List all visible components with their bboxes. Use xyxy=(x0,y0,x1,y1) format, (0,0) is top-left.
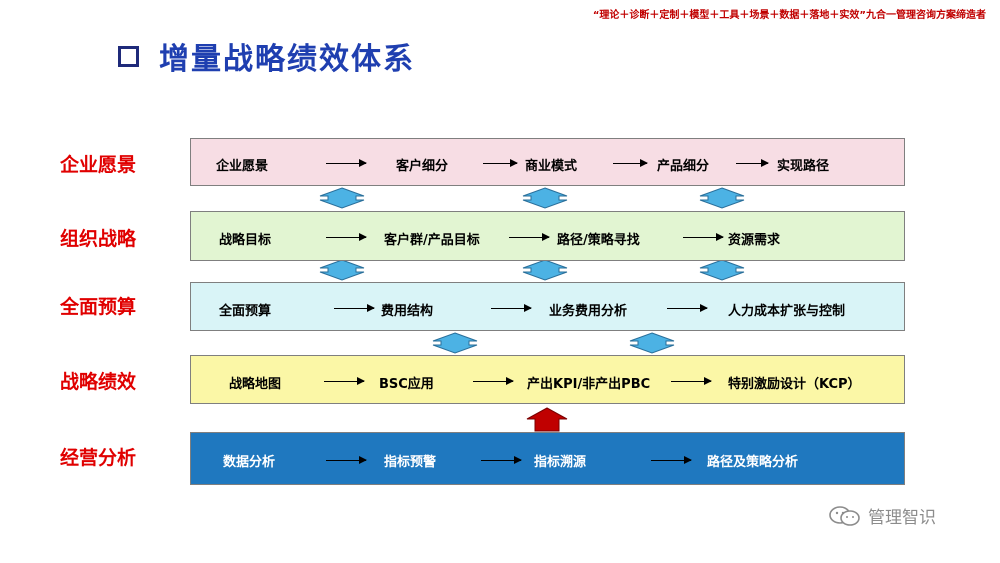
band-item: 路径及策略分析 xyxy=(707,455,799,470)
band-item: 实现路径 xyxy=(777,159,830,174)
double-arrow-icon xyxy=(699,259,745,281)
up-arrow-icon xyxy=(526,407,568,432)
band-item: 战略地图 xyxy=(229,377,282,392)
band-item: 指标溯源 xyxy=(534,455,587,470)
band-item: 业务费用分析 xyxy=(549,304,628,319)
flow-arrow xyxy=(651,456,692,464)
double-arrow-icon xyxy=(319,259,365,281)
band-item: BSC应用 xyxy=(379,377,434,392)
double-arrow-icon xyxy=(629,332,675,354)
band-item: 战略目标 xyxy=(219,233,272,248)
band-item: 人力成本扩张与控制 xyxy=(728,304,846,319)
band-item: 客户细分 xyxy=(396,159,449,174)
flow-arrow xyxy=(481,456,522,464)
tagline: “理论＋诊断＋定制＋模型＋工具＋场景＋数据＋落地＋实效”九合一管理咨询方案缔造者 xyxy=(592,10,986,21)
flow-arrow xyxy=(667,304,708,312)
title-square-icon xyxy=(118,45,139,67)
double-arrow-icon xyxy=(319,187,365,209)
band-strategic-performance: 战略地图 BSC应用 产出KPI/非产出PBC 特别激励设计（KCP） xyxy=(190,355,905,404)
title-area: 增量战略绩效体系 xyxy=(118,34,415,78)
flow-arrow xyxy=(326,233,367,241)
band-item: 全面预算 xyxy=(219,304,272,319)
double-arrow-icon xyxy=(522,187,568,209)
band-vision: 企业愿景 客户细分 商业模式 产品细分 实现路径 xyxy=(190,138,905,186)
flow-arrow xyxy=(613,159,648,167)
page-title: 增量战略绩效体系 xyxy=(159,42,415,77)
band-item: 产出KPI/非产出PBC xyxy=(527,377,651,392)
row-label-org-strategy: 组织战略 xyxy=(60,228,137,250)
row-label-budget: 全面预算 xyxy=(60,296,137,318)
flow-arrow xyxy=(473,377,514,385)
row-label-vision: 企业愿景 xyxy=(60,154,137,176)
row-label-business-analysis: 经营分析 xyxy=(60,447,137,469)
band-item: 路径/策略寻找 xyxy=(557,233,640,248)
flow-arrow xyxy=(326,159,367,167)
band-item: 资源需求 xyxy=(728,233,781,248)
double-arrow-icon xyxy=(699,187,745,209)
flow-arrow xyxy=(509,233,550,241)
band-item: 企业愿景 xyxy=(216,159,269,174)
flow-arrow xyxy=(326,456,367,464)
band-item: 客户群/产品目标 xyxy=(384,233,480,248)
band-item: 费用结构 xyxy=(381,304,434,319)
band-item: 特别激励设计（KCP） xyxy=(728,377,861,392)
flow-arrow xyxy=(736,159,769,167)
watermark-text: 管理智识 xyxy=(868,508,936,528)
band-item: 指标预警 xyxy=(384,455,437,470)
band-item: 商业模式 xyxy=(525,159,578,174)
flow-arrow xyxy=(683,233,724,241)
wechat-icon xyxy=(829,505,860,526)
watermark: 管理智识 xyxy=(828,503,936,528)
band-item: 产品细分 xyxy=(657,159,710,174)
flow-arrow xyxy=(324,377,365,385)
flow-arrow xyxy=(483,159,518,167)
flow-arrow xyxy=(334,304,375,312)
double-arrow-icon xyxy=(522,259,568,281)
flow-arrow xyxy=(671,377,712,385)
row-label-strategic-performance: 战略绩效 xyxy=(60,371,137,393)
band-business-analysis: 数据分析 指标预警 指标溯源 路径及策略分析 xyxy=(190,432,905,485)
band-item: 数据分析 xyxy=(223,455,276,470)
band-org-strategy: 战略目标 客户群/产品目标 路径/策略寻找 资源需求 xyxy=(190,211,905,261)
double-arrow-icon xyxy=(432,332,478,354)
flow-arrow xyxy=(491,304,532,312)
band-budget: 全面预算 费用结构 业务费用分析 人力成本扩张与控制 xyxy=(190,282,905,331)
